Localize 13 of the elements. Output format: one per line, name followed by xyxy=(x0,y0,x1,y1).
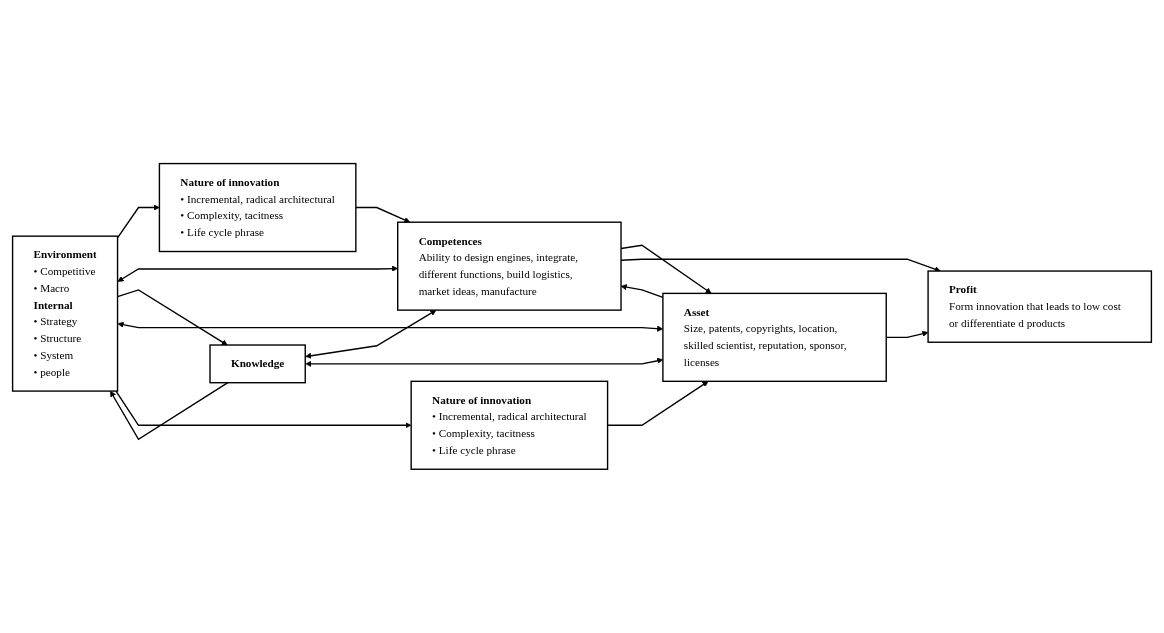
arrow xyxy=(115,390,412,429)
node-box: Nature of innovation • Incremental, radical architectural • Complexity, tacitness • Life cycle phrase xyxy=(410,380,609,470)
node-box: Asset Size, patents, copyrights, location, skilled scientist, reputation, sponsor, licenses xyxy=(662,292,887,383)
node-box: Profit Form innovation that leads to low cost or differentiate d products xyxy=(927,270,1153,343)
node-box: Nature of innovation • Incremental, radical architectural • Complexity, tacitness • Life cycle phrase xyxy=(158,162,357,253)
node-box: Knowledge xyxy=(209,344,306,384)
arrow xyxy=(117,265,398,282)
arrow xyxy=(305,309,437,359)
arrow xyxy=(116,204,160,239)
node-box: Environment • Competitive • Macro Internal • Strategy • Structure • System • people xyxy=(11,235,119,392)
arrow xyxy=(355,206,411,223)
arrow xyxy=(110,382,229,441)
node-box: Competences Ability to design engines, integrate, different functions, build logistics, market ideas, manufacture xyxy=(397,221,622,311)
